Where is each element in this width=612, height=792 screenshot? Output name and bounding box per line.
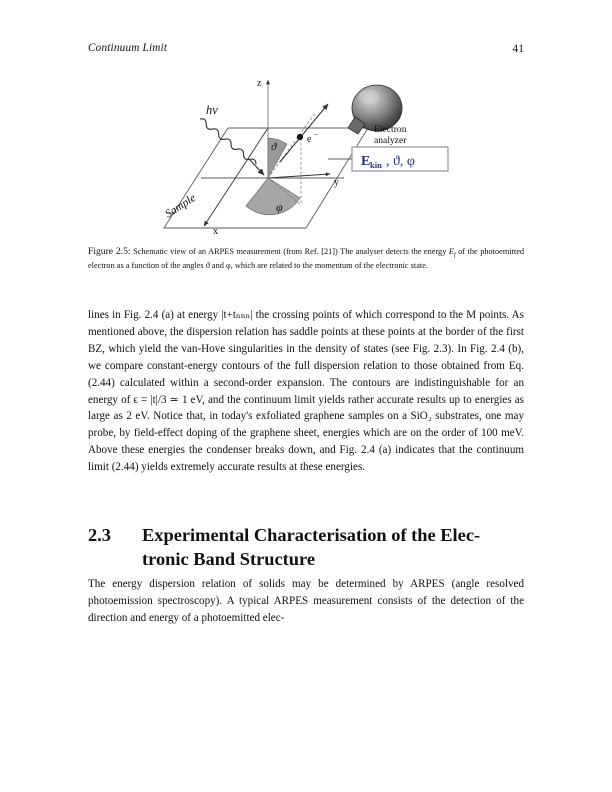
- axis-y-label: y: [334, 177, 339, 188]
- axis-y: [267, 172, 331, 179]
- figure-caption-label: Figure 2.5:: [88, 246, 131, 257]
- svg-text:−: −: [314, 130, 319, 139]
- phi-angle-wedge: [245, 177, 301, 216]
- theta-label: ϑ: [271, 141, 277, 153]
- figure-caption-energy-symbol: E: [448, 247, 454, 256]
- readout-box: [351, 146, 449, 172]
- section-heading: 2.3 Experimental Characterisation of the…: [88, 524, 524, 572]
- section-title: Experimental Characterisation of the Ele…: [142, 524, 524, 572]
- electron-label: e: [307, 134, 312, 145]
- axis-x: [203, 127, 269, 227]
- projection-lines: [267, 111, 317, 206]
- photon-wave-arrow: [199, 118, 265, 176]
- electron-analyzer-dome: [347, 84, 403, 135]
- section-title-line-1: Experimental Characterisation of the Ele…: [142, 525, 481, 545]
- axis-x-label: x: [213, 226, 218, 237]
- section-number: 2.3: [88, 525, 111, 545]
- theta-angle-wedge: [267, 137, 288, 180]
- figure-caption-energy-subscript: f: [453, 252, 456, 259]
- arpes-schematic-diagram: e − z y: [156, 66, 456, 244]
- analyzer-label-line1: Electron: [374, 124, 407, 135]
- electron-trajectory-arrow: [279, 103, 329, 163]
- electron-dot: [296, 133, 304, 141]
- running-head: Continuum Limit 41: [88, 42, 524, 60]
- surface-reference-lines: [201, 127, 368, 179]
- sample-label: Sample: [163, 192, 198, 221]
- photon-label: hv: [206, 103, 218, 117]
- page-number: 41: [512, 42, 524, 55]
- figure-caption-text-1: Schematic view of an ARPES measurement (…: [133, 247, 449, 256]
- section-title-line-2: tronic Band Structure: [142, 548, 316, 569]
- running-head-title: Continuum Limit: [88, 42, 168, 54]
- figure-caption-text-2: of the photoemitted electron as a functi…: [88, 247, 525, 271]
- phi-label: φ: [276, 200, 283, 214]
- body-paragraph-2: The energy dispersion relation of solids…: [88, 578, 524, 624]
- figure-2-5: e − z y: [88, 66, 524, 244]
- body-paragraph-1: lines in Fig. 2.4 (a) at energy |t+tₙₙₙ|…: [88, 309, 524, 474]
- figure-caption: Figure 2.5: Schematic view of an ARPES m…: [88, 245, 524, 272]
- readout-angles: , ϑ, φ: [386, 154, 415, 169]
- readout-energy-symbol: E: [361, 154, 370, 169]
- readout-energy-subscript: kin: [370, 160, 382, 170]
- axis-z-label: z: [257, 78, 262, 89]
- analyzer-label-line2: analyzer: [374, 135, 407, 146]
